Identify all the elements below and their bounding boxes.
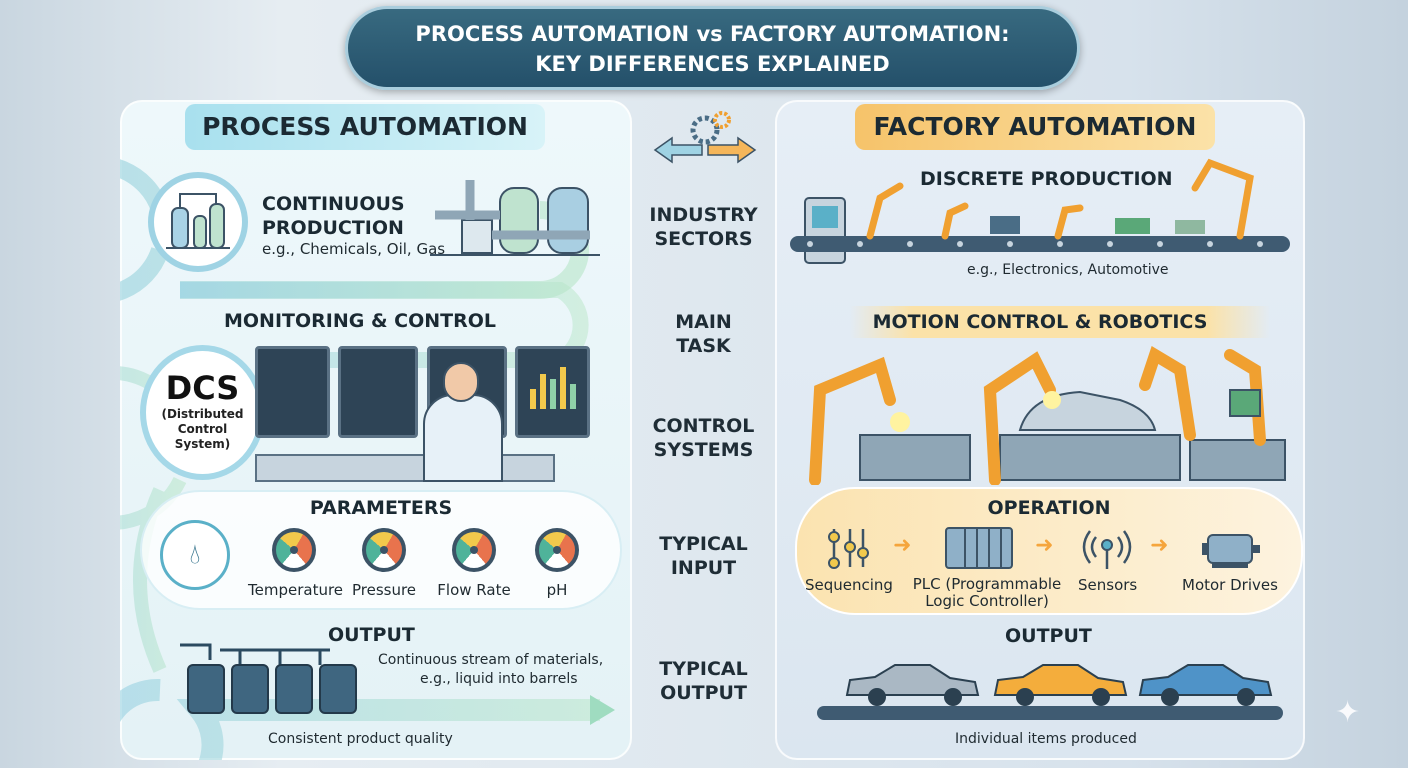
cars-conveyor-illustration bbox=[817, 664, 1283, 720]
label-line: TASK bbox=[676, 335, 731, 357]
process-output-title: OUTPUT bbox=[328, 624, 415, 646]
label-line: TYPICAL bbox=[659, 533, 748, 555]
parameters-title: PARAMETERS bbox=[309, 497, 453, 519]
factory-automation-header: FACTORY AUTOMATION bbox=[855, 104, 1215, 150]
label-line: INPUT bbox=[670, 557, 737, 579]
param-label: Flow Rate bbox=[437, 581, 511, 599]
motion-banner bbox=[850, 306, 1270, 338]
monitoring-control-title: MONITORING & CONTROL bbox=[224, 310, 496, 332]
label-line: SECTORS bbox=[654, 228, 753, 250]
monitor bbox=[515, 346, 590, 438]
flow-rate-gauge-icon bbox=[452, 528, 496, 572]
pressure-gauge-icon bbox=[362, 528, 406, 572]
operation-label: Sensors bbox=[1078, 576, 1138, 594]
temperature-gauge-icon bbox=[272, 528, 316, 572]
refinery-illustration bbox=[430, 180, 600, 256]
operation-title: OPERATION bbox=[987, 497, 1111, 519]
operator bbox=[423, 394, 503, 482]
title-part: CONTINUOUS bbox=[262, 193, 405, 215]
monitor bbox=[255, 346, 330, 438]
title-line-2: KEY DIFFERENCES EXPLAINED bbox=[535, 52, 890, 76]
arrow-right-icon: ➜ bbox=[1035, 533, 1054, 558]
param-label: Temperature bbox=[248, 581, 344, 599]
plant-icon bbox=[148, 172, 248, 272]
assembly-line-illustration bbox=[790, 158, 1290, 264]
production-example: e.g., Chemicals, Oil, Gas bbox=[262, 240, 446, 258]
title-line-1: PROCESS AUTOMATION vs FACTORY AUTOMATION… bbox=[415, 22, 1010, 46]
label-line: INDUSTRY bbox=[649, 204, 758, 226]
dcs-abbr: DCS bbox=[165, 369, 240, 407]
label-line: CONTROL bbox=[652, 415, 755, 437]
sensor-icon bbox=[1082, 530, 1132, 569]
continuous-production-title: CONTINUOUS PRODUCTION bbox=[262, 192, 405, 240]
desk bbox=[255, 454, 555, 482]
param-label: Pressure bbox=[351, 581, 417, 599]
title-part: PRODUCTION bbox=[262, 217, 404, 239]
operation-label: Motor Drives bbox=[1182, 576, 1278, 594]
motor-icon bbox=[1202, 534, 1260, 568]
operation-label: PLC (Programmable Logic Controller) bbox=[912, 575, 1062, 610]
arrow-right-icon: ➜ bbox=[1150, 533, 1169, 558]
dcs-badge: DCS (Distributed Control System) bbox=[140, 345, 265, 480]
arrow-right-icon: ➜ bbox=[893, 533, 912, 558]
label-line: MAIN bbox=[675, 311, 732, 333]
plc-icon bbox=[945, 527, 1013, 569]
sequencing-icon bbox=[828, 529, 869, 569]
discrete-example: e.g., Electronics, Automotive bbox=[967, 262, 1169, 278]
process-automation-header: PROCESS AUTOMATION bbox=[185, 104, 545, 150]
process-output-footer: Consistent product quality bbox=[268, 731, 453, 747]
discrete-production-title: DISCRETE PRODUCTION bbox=[920, 168, 1173, 190]
droplet-icon: 💧︎ bbox=[160, 520, 230, 590]
barrels-illustration bbox=[180, 643, 357, 714]
process-output-desc: Continuous stream of materials, bbox=[378, 652, 604, 668]
sparkle-icon: ✦ bbox=[1335, 695, 1361, 730]
page-title: PROCESS AUTOMATION vs FACTORY AUTOMATION… bbox=[345, 6, 1080, 90]
label-line: TYPICAL bbox=[659, 658, 748, 680]
factory-output-footer: Individual items produced bbox=[955, 731, 1137, 747]
ph-gauge-icon bbox=[535, 528, 579, 572]
factory-output-title: OUTPUT bbox=[1005, 625, 1092, 647]
motion-control-title: MOTION CONTROL & ROBOTICS bbox=[872, 311, 1208, 333]
gears-arrows-icon bbox=[653, 111, 757, 164]
robotics-illustration bbox=[809, 346, 1286, 485]
label-line: OUTPUT bbox=[660, 682, 747, 704]
monitor bbox=[338, 346, 418, 438]
dcs-full: (Distributed Control System) bbox=[161, 407, 244, 451]
process-output-desc: e.g., liquid into barrels bbox=[420, 671, 578, 687]
label-line: SYSTEMS bbox=[653, 439, 754, 461]
operator-head bbox=[443, 362, 479, 402]
operation-label: Sequencing bbox=[805, 576, 893, 594]
control-room-illustration bbox=[255, 342, 595, 482]
param-label: pH bbox=[546, 581, 568, 599]
